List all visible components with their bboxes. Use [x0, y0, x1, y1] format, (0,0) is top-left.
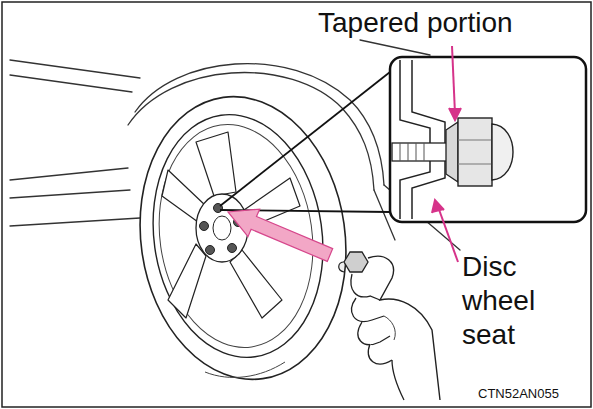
wheel-spokes [196, 132, 236, 196]
part-label: Disc wheel seat [462, 250, 574, 352]
hub [228, 244, 237, 253]
leader-arrows [432, 200, 444, 213]
inset-detail [390, 57, 586, 222]
car-body [10, 218, 140, 226]
tire [122, 83, 364, 393]
leader-arrows [432, 46, 461, 262]
inset-detail [400, 143, 401, 161]
callout-lines [220, 72, 390, 206]
hand-with-nut [344, 252, 368, 272]
wheel-spokes [230, 250, 282, 318]
wheel-spokes [168, 244, 206, 318]
inset-detail [416, 143, 417, 161]
inset-detail [458, 118, 492, 186]
part-label: Tapered portion [318, 6, 513, 40]
inset-detail [400, 143, 424, 161]
inset-detail [446, 122, 458, 182]
inset-detail [390, 57, 586, 222]
tire [138, 103, 338, 368]
car-body [10, 75, 132, 92]
hub [206, 246, 215, 255]
inset-detail [458, 164, 492, 165]
hub [200, 222, 209, 231]
leader-arrows [449, 108, 461, 120]
hand-with-nut [339, 252, 440, 400]
hand-with-nut [368, 344, 392, 364]
leader-arrows [452, 46, 455, 114]
hand-with-nut [351, 274, 380, 300]
hand-with-nut [339, 262, 344, 272]
inset-detail [412, 60, 445, 219]
hand-with-nut [392, 360, 404, 400]
car-body [10, 168, 128, 180]
inset-detail [492, 124, 513, 180]
car-body [360, 40, 430, 55]
inset-detail [400, 60, 430, 219]
inset-detail [408, 143, 409, 161]
tire [205, 362, 285, 377]
hub [213, 216, 231, 240]
hand-with-nut [352, 298, 384, 321]
car-body [10, 190, 130, 198]
car-body [10, 60, 140, 78]
leader-arrows [437, 204, 458, 262]
direction-arrow [228, 209, 333, 261]
figure-code: CTN52AN055 [478, 386, 559, 402]
hand-with-nut [358, 322, 390, 345]
callout-lines [220, 72, 390, 212]
inset-detail [424, 143, 425, 161]
hand-with-nut [384, 316, 395, 340]
hand-with-nut [368, 256, 440, 400]
inset-detail [458, 140, 492, 141]
tire [122, 83, 364, 393]
